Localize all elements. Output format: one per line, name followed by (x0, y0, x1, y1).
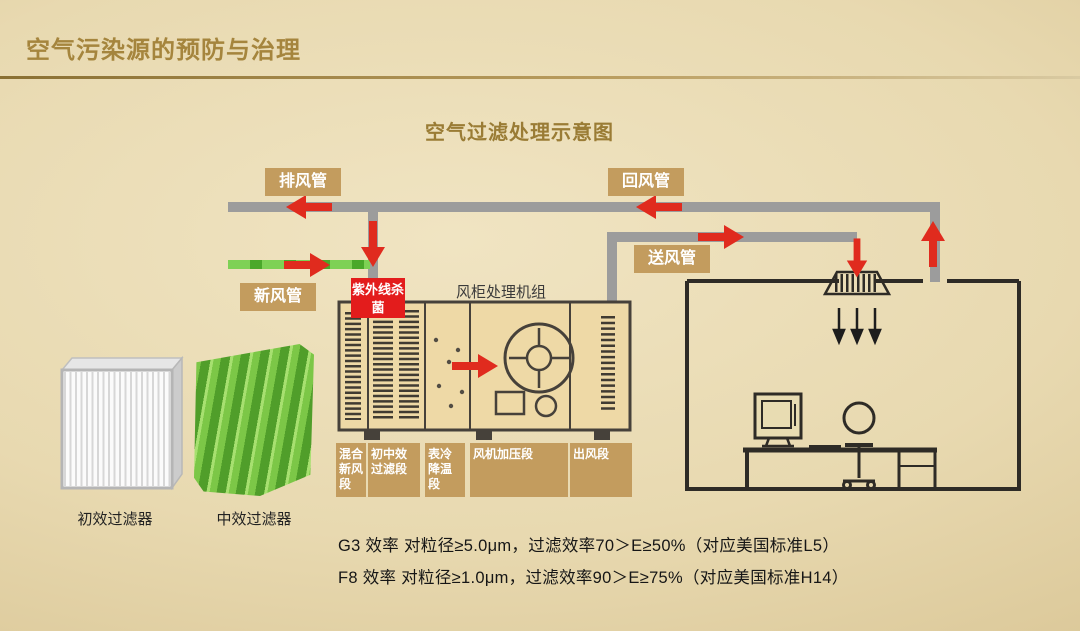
ahu-diagram (337, 300, 632, 440)
supply-riser-duct (607, 232, 617, 304)
primary-filter-label: 初效过滤器 (77, 511, 153, 528)
ahu-feet (364, 430, 610, 440)
room-diagram (685, 270, 1021, 491)
airflow-down-arrows (832, 308, 882, 346)
note-f8: F8 效率 对粒径≥1.0μm，过滤效率90＞E≥75%（对应美国标准H14） (338, 569, 849, 587)
desk (743, 447, 937, 491)
exhaust-duct-label: 排风管 (265, 168, 341, 196)
exhaust-flow-arrow (286, 195, 332, 219)
filter-grilles (345, 310, 615, 420)
room-outline (685, 279, 1021, 491)
uv-sterilization-badge: 紫外线杀菌 (351, 278, 405, 318)
note-g3: G3 效率 对粒径≥5.0μm，过滤效率70＞E≥50%（对应美国标准L5） (338, 537, 840, 555)
mix-down-arrow (361, 221, 385, 267)
fan-assembly (494, 322, 575, 418)
page-title: 空气污染源的预防与治理 (26, 37, 301, 64)
cooling-coil-dots (433, 337, 465, 409)
return-duct-label: 回风管 (608, 168, 684, 196)
supply-duct-label: 送风管 (634, 245, 710, 273)
return-up-arrow (921, 221, 945, 267)
title-underline (0, 76, 1080, 79)
bag-filter-label: 中效过滤器 (216, 511, 292, 528)
computer-monitor (753, 392, 841, 449)
ahu-title-label: 风柜处理机组 (456, 284, 547, 301)
supply-flow-arrow (698, 225, 744, 249)
ahu-section-label-mixing: 混合新风段 (336, 443, 366, 497)
primary-filter-image (60, 355, 184, 491)
return-flow-arrow (636, 195, 682, 219)
ahu-section-label-fan: 风机加压段 (470, 443, 568, 497)
ahu-flow-arrow (452, 354, 498, 378)
ahu-section-label-filter: 初中效过滤段 (368, 443, 420, 497)
fresh-flow-arrow (284, 253, 330, 277)
bag-filter-image (194, 344, 314, 496)
ahu-section-label-outlet: 出风段 (570, 443, 632, 497)
office-chair (842, 401, 876, 490)
exhaust-return-duct (228, 202, 940, 212)
ahu-section-label-cooling: 表冷降温段 (425, 443, 465, 497)
fresh-duct-label: 新风管 (240, 283, 316, 311)
diffuser-down-arrow (847, 238, 867, 277)
diagram-title: 空气过滤处理示意图 (425, 122, 614, 144)
